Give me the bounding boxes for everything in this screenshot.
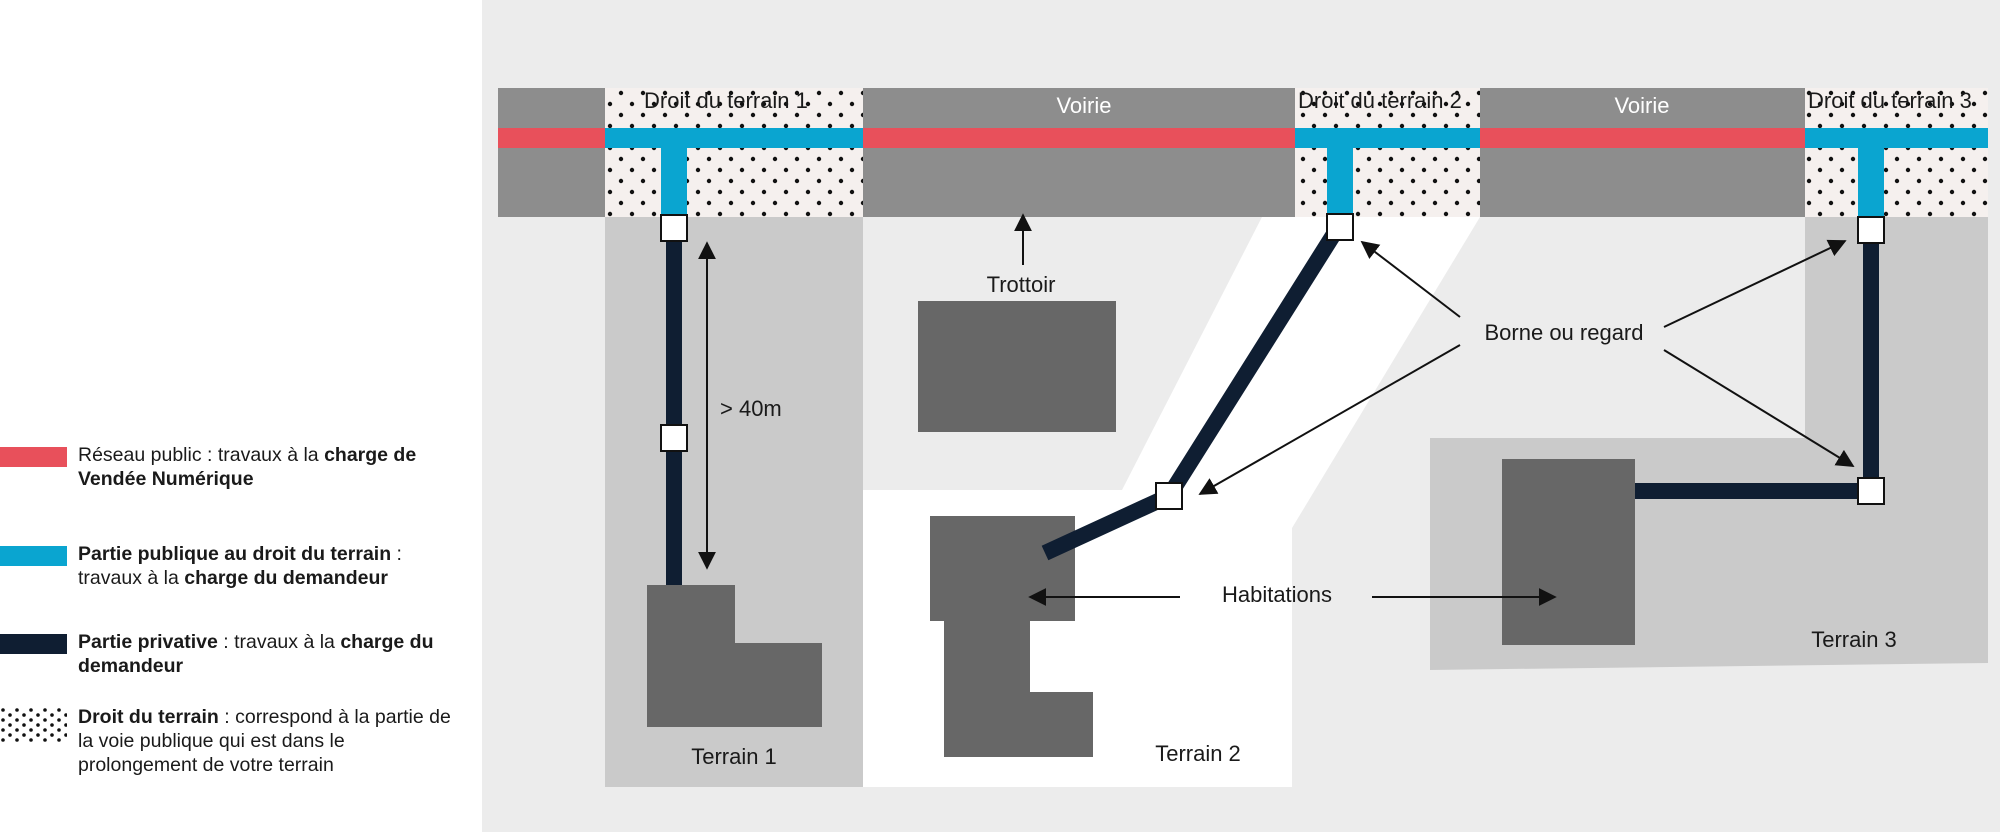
label-borne-ou-regard: Borne ou regard (1484, 320, 1644, 345)
voirie-1-zone (863, 88, 1295, 217)
public-network-segment-1 (498, 128, 605, 148)
label-voirie-1: Voirie (1056, 93, 1112, 118)
label-droit-terrain-2: Droit du terrain 2 (1298, 88, 1462, 113)
public-network-segment-3 (1480, 128, 1805, 148)
label-habitations: Habitations (1221, 582, 1333, 607)
legend-swatch-dots (0, 707, 67, 743)
label-terrain-3: Terrain 3 (1811, 627, 1897, 652)
public-part-3-vertical (1858, 148, 1884, 217)
label-terrain-1: Terrain 1 (691, 744, 777, 769)
legend-text-private-part: Partie privative : travaux à la charge d… (78, 631, 434, 677)
public-network-segment-2 (863, 128, 1295, 148)
borne-arrow-t3-corner (1663, 349, 1855, 467)
label-terrain-2: Terrain 2 (1155, 741, 1241, 766)
label-voirie-2: Voirie (1614, 93, 1670, 118)
borne-t3-corner (1857, 477, 1885, 505)
public-part-2-vertical (1327, 148, 1353, 217)
droit-terrain-3-zone (1805, 88, 1988, 217)
borne-arrow-t2-top (1360, 240, 1461, 318)
label-trottoir: Trottoir (986, 272, 1056, 297)
road-left-stub (498, 88, 605, 217)
legend-swatch-blue (0, 546, 67, 566)
legend-swatch-navy (0, 634, 67, 654)
borne-t2-bottom (1155, 482, 1183, 510)
legend-swatch-red (0, 447, 67, 467)
voirie-2-zone (1480, 88, 1805, 217)
house-terrain-1 (647, 585, 822, 727)
public-part-1-vertical (661, 148, 687, 217)
label-distance: > 40m (720, 396, 782, 421)
house-terrain-2 (930, 516, 1093, 757)
legend-text-public-network: Réseau public : travaux à la charge de V… (78, 444, 417, 490)
house-terrain-3 (1502, 459, 1635, 645)
label-droit-terrain-1: Droit du terrain 1 (644, 88, 808, 113)
legend-text-droit-terrain: Droit du terrain : correspond à la parti… (78, 706, 451, 776)
public-part-1-horizontal (605, 128, 863, 148)
droit-terrain-2-zone (1295, 88, 1480, 217)
legend-text-public-part: Partie publique au droit du terrain : tr… (78, 543, 402, 589)
label-droit-terrain-3: Droit du terrain 3 (1808, 88, 1972, 113)
droit-terrain-1-zone (605, 88, 863, 217)
borne-arrow-t3-top (1663, 239, 1847, 328)
borne-t1-middle (660, 424, 688, 452)
borne-t1-top (660, 214, 688, 242)
public-part-2-horizontal (1295, 128, 1480, 148)
borne-arrow-t2-bottom (1198, 344, 1461, 495)
house-centre (918, 301, 1116, 432)
borne-t3-top (1857, 216, 1885, 244)
public-part-3-horizontal (1805, 128, 1988, 148)
borne-t2-top (1326, 213, 1354, 241)
